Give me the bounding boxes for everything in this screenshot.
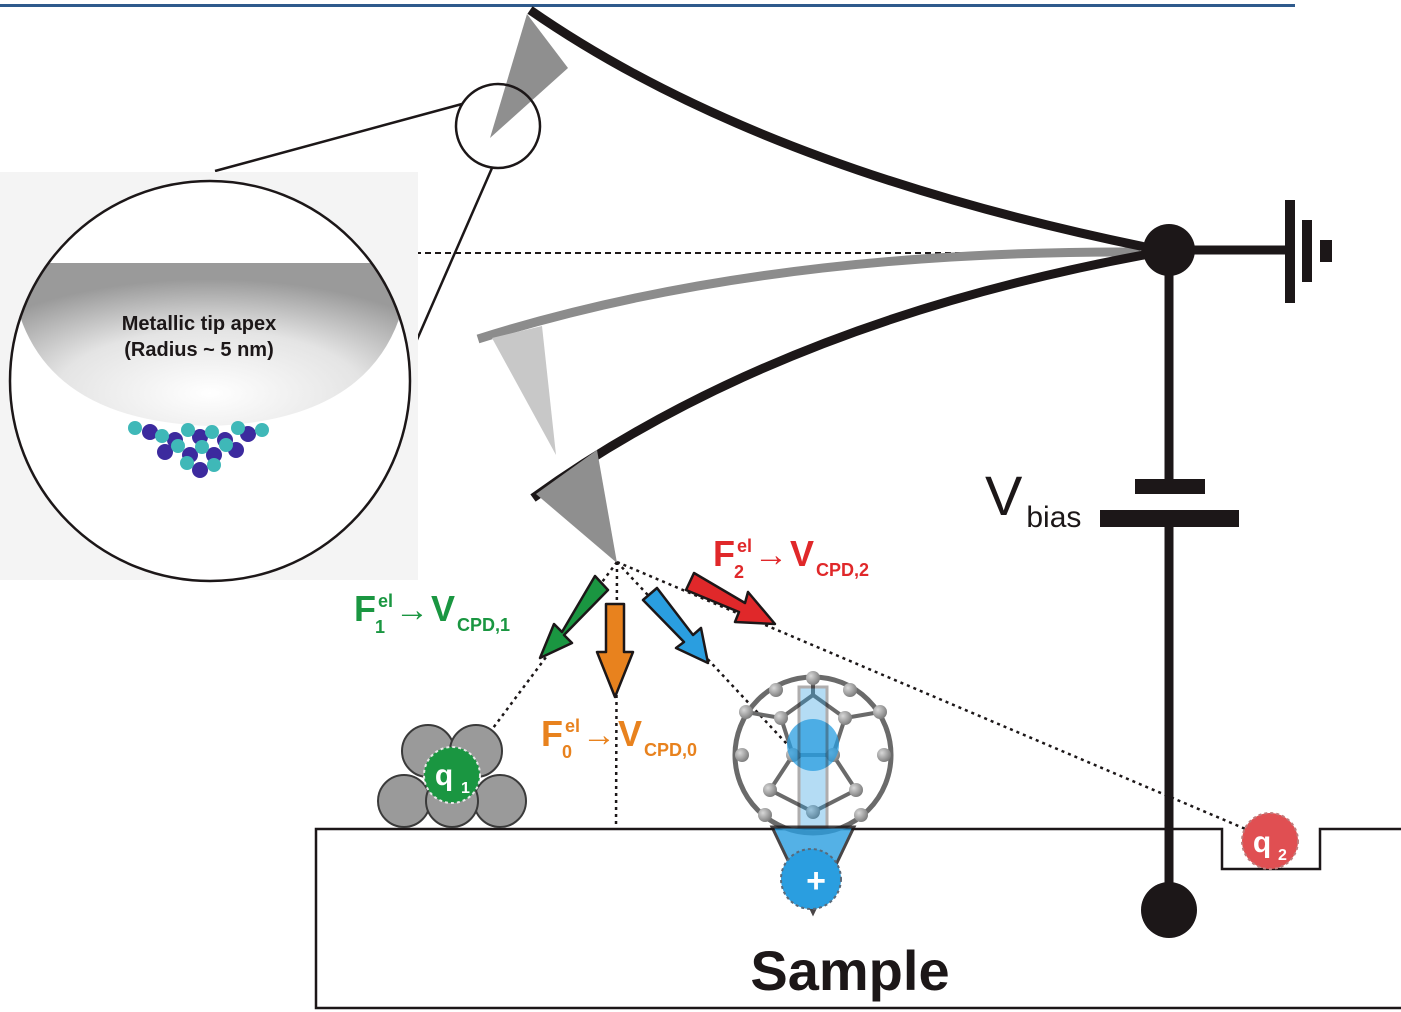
capacitor-plate-bottom bbox=[1100, 510, 1239, 527]
capacitor-plate-top bbox=[1135, 479, 1205, 494]
rest-tip bbox=[492, 326, 556, 455]
apex-atoms bbox=[128, 421, 269, 478]
charge-q1: q 1 bbox=[423, 746, 481, 804]
force-arrow-orange bbox=[595, 602, 635, 699]
svg-text:1: 1 bbox=[461, 780, 470, 797]
svg-text:+: + bbox=[806, 862, 826, 900]
charge-q2: q 2 bbox=[1241, 812, 1299, 870]
connector-upper bbox=[214, 102, 463, 173]
header-rule bbox=[0, 4, 1295, 7]
tip-apex-inset: Metallic tip apex (Radius ~ 5 nm) bbox=[0, 172, 418, 583]
sample-contact-node bbox=[1141, 882, 1197, 938]
lower-tip bbox=[536, 450, 617, 563]
force-arrow-red bbox=[684, 571, 777, 626]
rest-cantilever bbox=[476, 247, 1141, 455]
svg-text:q: q bbox=[1253, 826, 1271, 859]
force-arrow-green bbox=[538, 574, 610, 660]
sample-label: Sample bbox=[750, 939, 949, 1002]
positive-charge: + bbox=[780, 848, 842, 910]
inset-title-line2: (Radius ~ 5 nm) bbox=[124, 339, 273, 361]
svg-text:q: q bbox=[435, 759, 453, 792]
pivot-node bbox=[1143, 224, 1195, 276]
svg-text:2: 2 bbox=[1278, 847, 1287, 864]
upper-cantilever bbox=[490, 6, 1161, 255]
ground-icon bbox=[1190, 200, 1332, 303]
magnify-circle bbox=[454, 82, 542, 170]
sample-block bbox=[314, 827, 1401, 1010]
lower-cantilever bbox=[530, 247, 1161, 563]
force-arrow-blue bbox=[641, 586, 710, 665]
upper-tip bbox=[490, 14, 568, 138]
inset-title-line1: Metallic tip apex bbox=[122, 313, 277, 335]
bias-circuit bbox=[1100, 270, 1239, 938]
